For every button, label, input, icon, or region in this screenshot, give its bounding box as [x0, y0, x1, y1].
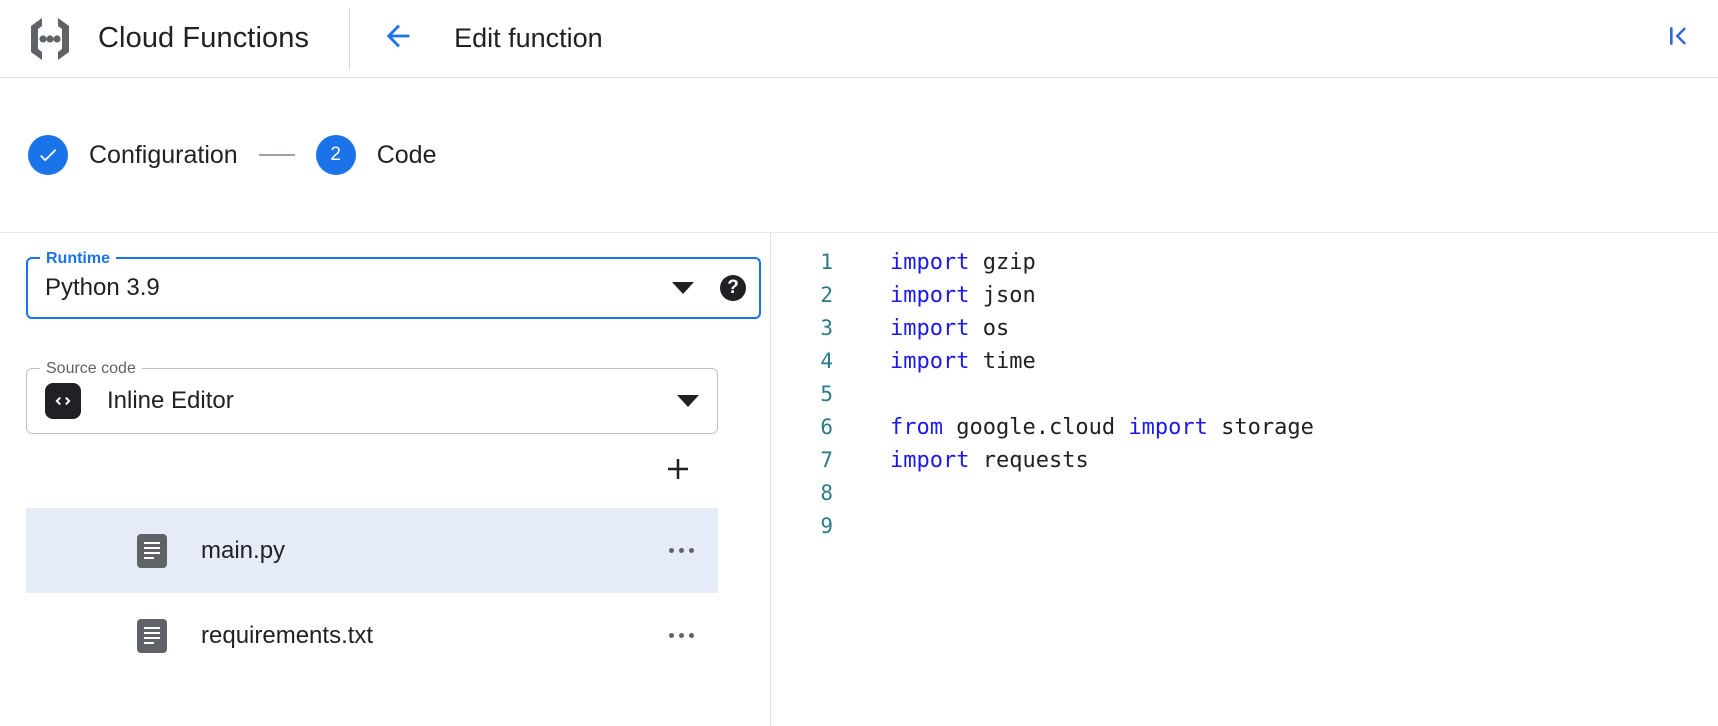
- runtime-field-wrapper: Runtime Python 3.9 ?: [26, 249, 761, 319]
- runtime-label: Runtime: [40, 249, 116, 269]
- file-document-icon: [137, 533, 167, 568]
- more-horizontal-icon[interactable]: [663, 538, 700, 563]
- step-code-marker: 2: [315, 135, 356, 175]
- code-editor-pane[interactable]: 1 import gzip 2 import json 3 import os 4 impor…: [770, 233, 1718, 726]
- code-line-number: 7: [820, 448, 833, 472]
- step-configuration[interactable]: Configuration: [28, 135, 238, 175]
- code-line-number: 3: [820, 316, 833, 340]
- runtime-select[interactable]: Runtime Python 3.9 ?: [26, 249, 761, 319]
- code-line-number: 9: [820, 514, 833, 538]
- step-configuration-label: Configuration: [89, 140, 238, 169]
- help-question-icon[interactable]: ?: [720, 275, 746, 301]
- code-line-text: import json: [890, 283, 1036, 308]
- code-line-text: import time: [890, 349, 1036, 374]
- body: Runtime Python 3.9 ? Entry point main ? …: [0, 233, 1718, 726]
- collapse-panel-button[interactable]: [1656, 17, 1700, 61]
- step-configuration-marker: [28, 135, 68, 175]
- page-title: Edit function: [454, 23, 603, 53]
- source-code-select[interactable]: Source code Inline Editor: [26, 359, 718, 434]
- code-brackets-icon: [45, 383, 81, 419]
- code-line: 6 from google.cloud import storage: [771, 411, 1718, 444]
- chevron-down-icon[interactable]: [672, 282, 694, 294]
- file-document-icon: [137, 618, 167, 653]
- step-separator: [258, 154, 295, 156]
- runtime-value: Python 3.9: [45, 274, 160, 301]
- code-line: 3 import os: [771, 312, 1718, 345]
- code-line-number: 5: [820, 382, 833, 406]
- source-code-field-wrapper: Source code Inline Editor: [26, 359, 718, 434]
- header-actions: [1656, 17, 1700, 61]
- back-button[interactable]: [374, 15, 422, 63]
- code-line: 1 import gzip: [771, 246, 1718, 279]
- code-line: 2 import json: [771, 279, 1718, 312]
- source-code-label: Source code: [40, 359, 142, 379]
- code-line-number: 6: [820, 415, 833, 439]
- code-line-text: import gzip: [890, 250, 1036, 275]
- header-divider: [349, 7, 351, 70]
- code-line-text: import requests: [890, 448, 1089, 473]
- wizard-stepper: Configuration 2 Code: [0, 78, 1718, 233]
- code-line-text: from google.cloud import storage: [890, 415, 1314, 440]
- code-line-number: 2: [820, 283, 833, 307]
- code-line: 9: [771, 510, 1718, 543]
- brand[interactable]: Cloud Functions: [0, 0, 309, 77]
- code-line-number: 4: [820, 349, 833, 373]
- app-header: Cloud Functions Edit function: [0, 0, 1718, 78]
- more-horizontal-icon[interactable]: [663, 623, 700, 648]
- code-line-number: 1: [820, 250, 833, 274]
- brand-title: Cloud Functions: [98, 22, 310, 54]
- code-line: 8: [771, 477, 1718, 510]
- add-file-button[interactable]: [656, 449, 700, 493]
- file-list: main.py requirements.txt: [26, 508, 718, 678]
- cloud-functions-logo-icon: [22, 13, 78, 65]
- step-code[interactable]: 2 Code: [315, 135, 437, 175]
- file-row-requirements-txt[interactable]: requirements.txt: [26, 593, 718, 678]
- code-line: 4 import time: [771, 345, 1718, 378]
- top-fields-row: Runtime Python 3.9 ? Entry point main ?: [26, 248, 932, 319]
- code-line: 5: [771, 378, 1718, 411]
- file-name: requirements.txt: [201, 621, 374, 649]
- chevron-down-icon[interactable]: [677, 395, 699, 407]
- file-toolbar: [26, 434, 718, 508]
- arrow-left-icon: [381, 19, 415, 58]
- first-page-collapse-icon: [1663, 21, 1693, 56]
- source-code-value: Inline Editor: [107, 387, 234, 414]
- left-pane: Runtime Python 3.9 ? Entry point main ? …: [0, 233, 932, 726]
- code-line-text: import os: [890, 316, 1010, 341]
- add-plus-icon: [663, 454, 693, 489]
- code-line: 7 import requests: [771, 444, 1718, 477]
- step-code-label: Code: [376, 140, 437, 169]
- file-row-main-py[interactable]: main.py: [26, 508, 718, 593]
- code-editor[interactable]: 1 import gzip 2 import json 3 import os 4 impor…: [771, 233, 1718, 726]
- code-line-number: 8: [820, 481, 833, 505]
- check-icon: [40, 149, 57, 162]
- file-name: main.py: [201, 536, 286, 564]
